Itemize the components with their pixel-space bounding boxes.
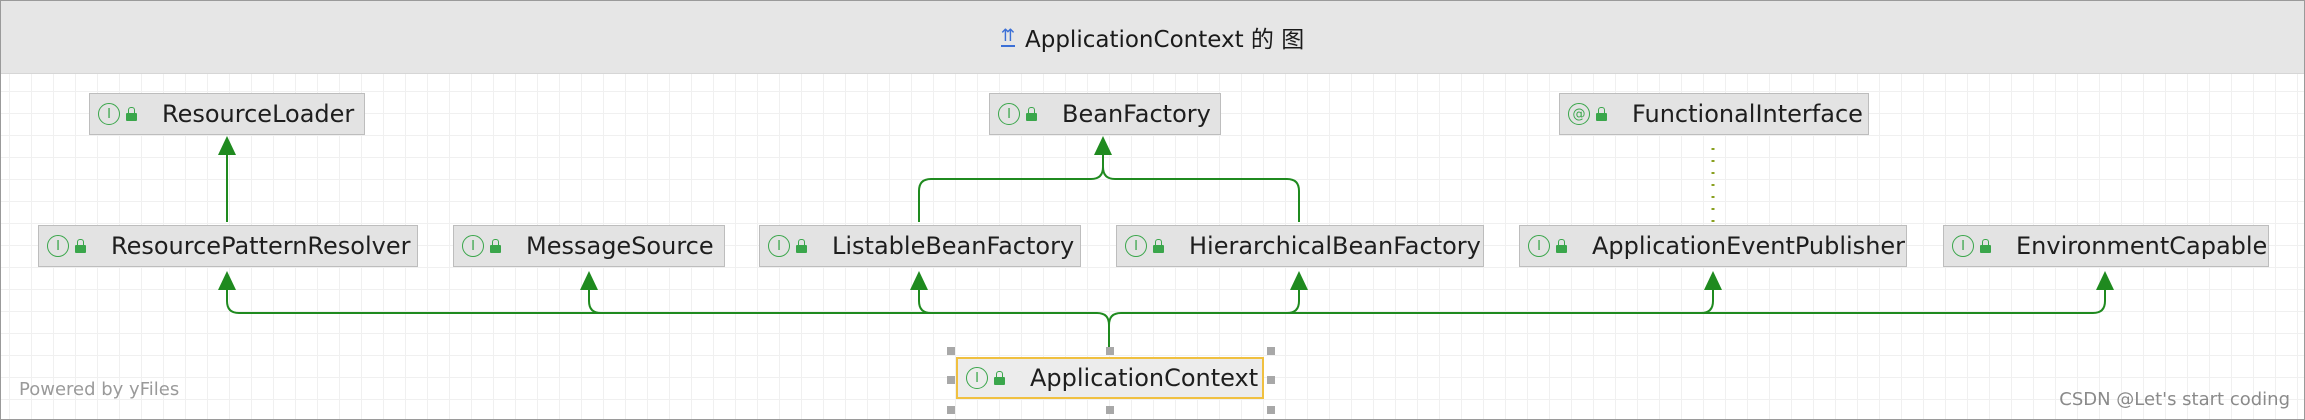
node-label: ListableBeanFactory: [832, 232, 1075, 260]
resize-handle[interactable]: [1106, 347, 1114, 355]
lock-icon: [490, 239, 501, 253]
interface-icon: I: [966, 367, 988, 389]
node-label: ResourceLoader: [162, 100, 355, 128]
arrowhead-applicationeventpublisher: [1704, 271, 1722, 290]
node-label: FunctionalInterface: [1632, 100, 1863, 128]
resize-handle[interactable]: [1267, 406, 1275, 414]
lock-icon: [1153, 239, 1164, 253]
interface-icon: I: [98, 103, 120, 125]
node-label: ApplicationEventPublisher: [1592, 232, 1906, 260]
node-environmentcapable[interactable]: I EnvironmentCapable: [1943, 225, 2269, 267]
node-listablebeanfactory[interactable]: I ListableBeanFactory: [759, 225, 1081, 267]
edge-applicationcontext-trunk: [226, 287, 1110, 355]
annotation-icon: @: [1568, 103, 1590, 125]
edge-listablebeanfactory-to-beanfactory: [918, 151, 1104, 222]
edge-applicationcontext-to-applicationeventpublisher: [1121, 287, 1714, 314]
diagram-title-bar: ⇈ ApplicationContext 的 图: [1, 1, 2304, 74]
resize-handle[interactable]: [1267, 347, 1275, 355]
node-beanfactory[interactable]: I BeanFactory: [989, 93, 1221, 135]
arrowhead-hierarchicalbeanfactory: [1290, 271, 1308, 290]
edge-applicationcontext-to-hierarchicalbeanfactory: [1108, 287, 1300, 355]
powered-by-label: Powered by yFiles: [19, 379, 180, 400]
edge-applicationcontext-to-environmentcapable: [1121, 287, 2106, 314]
lock-icon: [126, 107, 137, 121]
arrowhead-environmentcapable: [2096, 271, 2114, 290]
lock-icon: [1980, 239, 1991, 253]
watermark: CSDN @Let's start coding: [2059, 389, 2290, 410]
node-functionalinterface[interactable]: @ FunctionalInterface: [1559, 93, 1869, 135]
interface-icon: I: [768, 235, 790, 257]
edge-hierarchicalbeanfactory-to-beanfactory: [1102, 151, 1300, 222]
interface-icon: I: [998, 103, 1020, 125]
resize-handle[interactable]: [1106, 406, 1114, 414]
arrowhead-resourcepatternresolver: [218, 271, 236, 290]
arrowhead-messagesource: [580, 271, 598, 290]
interface-icon: I: [47, 235, 69, 257]
lock-icon: [1596, 107, 1607, 121]
lock-icon: [796, 239, 807, 253]
interface-icon: I: [1125, 235, 1147, 257]
node-applicationeventpublisher[interactable]: I ApplicationEventPublisher: [1519, 225, 1907, 267]
node-resourcepatternresolver[interactable]: I ResourcePatternResolver: [38, 225, 418, 267]
resize-handle[interactable]: [1267, 376, 1275, 384]
resize-handle[interactable]: [947, 347, 955, 355]
diagram-title: ApplicationContext 的 图: [1025, 27, 1305, 53]
node-label: ResourcePatternResolver: [111, 232, 411, 260]
node-label: BeanFactory: [1062, 100, 1211, 128]
arrowhead-listablebeanfactory: [910, 271, 928, 290]
edge-applicationcontext-to-messagesource: [588, 287, 1097, 314]
node-label: ApplicationContext: [1030, 364, 1259, 392]
interface-icon: I: [1952, 235, 1974, 257]
lock-icon: [994, 371, 1005, 385]
node-label: MessageSource: [526, 232, 714, 260]
node-label: HierarchicalBeanFactory: [1189, 232, 1481, 260]
lock-icon: [75, 239, 86, 253]
node-hierarchicalbeanfactory[interactable]: I HierarchicalBeanFactory: [1116, 225, 1484, 267]
diagram-icon: ⇈: [1000, 26, 1015, 47]
interface-icon: I: [462, 235, 484, 257]
node-label: EnvironmentCapable: [2016, 232, 2268, 260]
interface-icon: I: [1528, 235, 1550, 257]
resize-handle[interactable]: [947, 376, 955, 384]
edge-applicationcontext-to-listablebeanfactory: [918, 287, 1097, 314]
node-resourceloader[interactable]: I ResourceLoader: [89, 93, 365, 135]
node-applicationcontext[interactable]: I ApplicationContext: [956, 357, 1264, 399]
arrowhead-beanfactory: [1094, 136, 1112, 155]
lock-icon: [1556, 239, 1567, 253]
lock-icon: [1026, 107, 1037, 121]
arrowhead-resourceloader: [218, 136, 236, 155]
resize-handle[interactable]: [947, 406, 955, 414]
node-messagesource[interactable]: I MessageSource: [453, 225, 725, 267]
